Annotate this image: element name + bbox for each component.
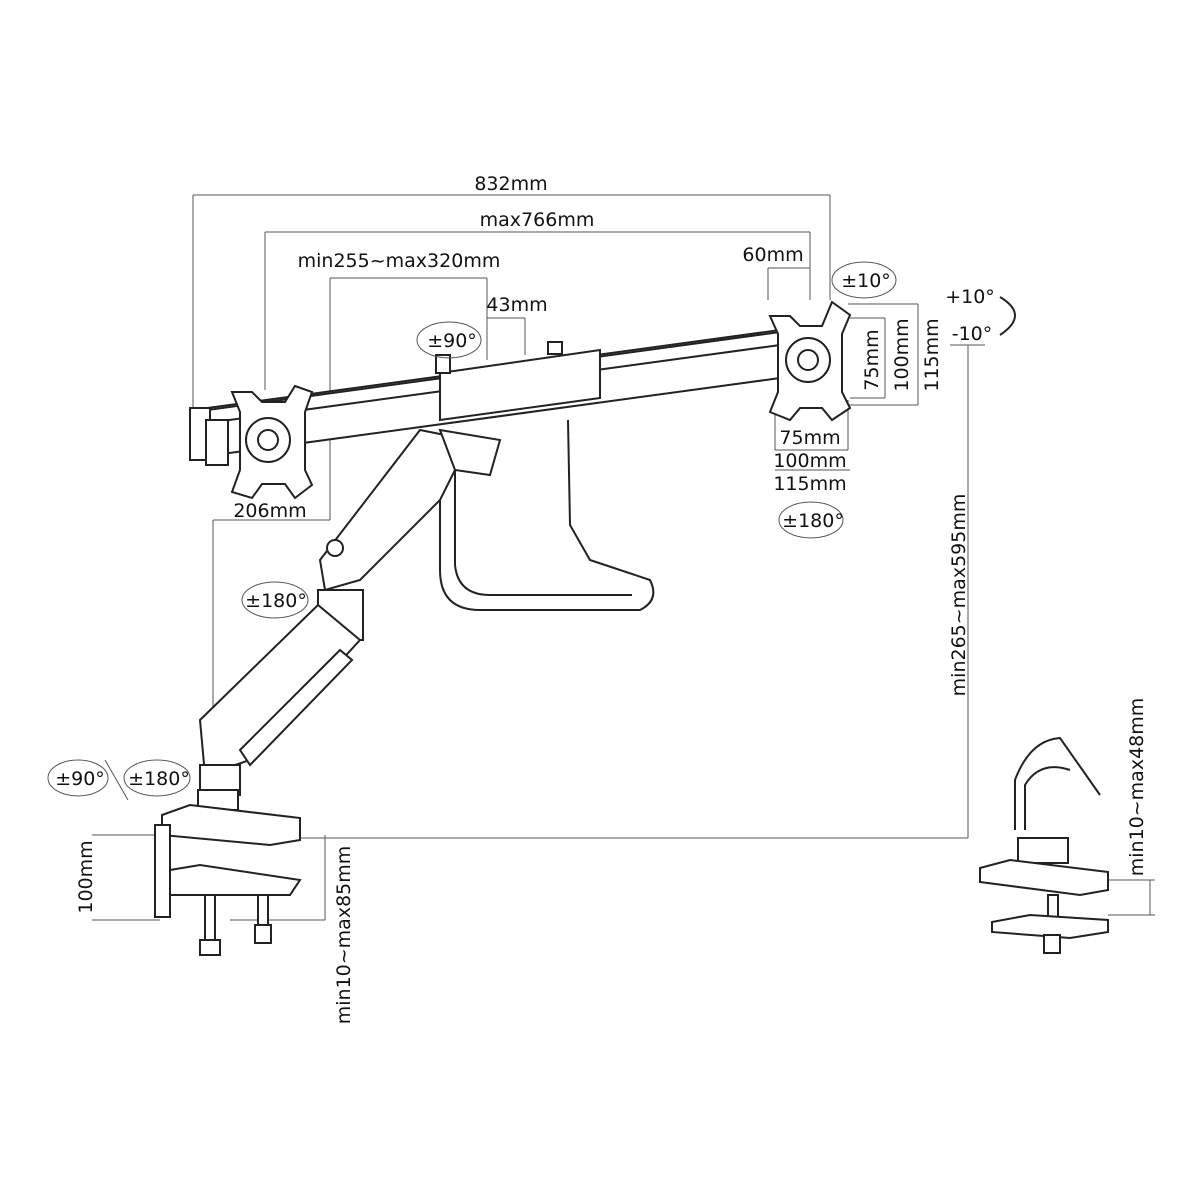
center-swivel-label: ±90° <box>427 330 477 352</box>
base-tilt-label: ±90° <box>55 768 105 790</box>
arm-offset-label: 206mm <box>233 500 306 522</box>
vesa-plate-right <box>768 300 852 422</box>
clamp-base <box>154 789 302 956</box>
base-swivel-label: ±180° <box>128 768 190 790</box>
clamp-thickness-label: min10~max85mm <box>333 846 355 1025</box>
lower-arm <box>198 589 364 796</box>
grommet-base <box>979 736 1109 954</box>
monitor-rotate-label: ±180° <box>782 510 844 532</box>
monitor-spacing-label: min255~max320mm <box>298 250 501 272</box>
clamp-height-label: 100mm <box>75 840 97 913</box>
vesa-v3-label: 115mm <box>773 473 846 495</box>
tilt-up-label: +10° <box>945 286 995 308</box>
vesa-v1-label: 75mm <box>779 427 840 449</box>
vesa-plate-left <box>230 384 314 500</box>
vesa-v2-label: 100mm <box>773 450 846 472</box>
grommet-thickness-label: min10~max48mm <box>1126 698 1148 877</box>
rotation-markers <box>47 261 1016 801</box>
elbow-swivel-label: ±180° <box>245 590 307 612</box>
edge-offset-label: 60mm <box>742 244 803 266</box>
tilt-down-label: -10° <box>952 323 993 345</box>
tilt-right-label: ±10° <box>841 270 891 292</box>
upper-arm <box>318 428 502 592</box>
handle-loop <box>439 419 655 611</box>
crossbar-rail <box>189 328 781 466</box>
max-width-label: max766mm <box>480 209 595 231</box>
vesa-h1-label: 75mm <box>861 329 883 390</box>
overall-width-label: 832mm <box>474 173 547 195</box>
center-offset-label: 43mm <box>486 294 547 316</box>
dimension-lines <box>92 194 1155 921</box>
height-range-label: min265~max595mm <box>948 494 970 697</box>
vesa-h3-label: 115mm <box>921 318 943 391</box>
vesa-h2-label: 100mm <box>891 318 913 391</box>
